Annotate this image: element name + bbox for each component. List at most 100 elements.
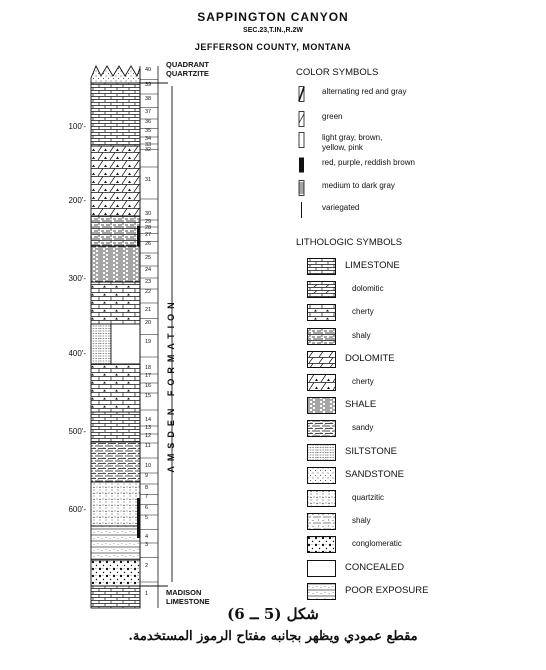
unit-number: 18 (145, 365, 152, 371)
column-segment (90, 481, 141, 527)
sandstone-shaly-swatch (307, 513, 337, 536)
unit-number: 35 (145, 128, 152, 134)
color-symbol-label: red, purple, reddish brown (322, 158, 415, 168)
unit-number: 28 (145, 225, 152, 231)
unit-number: 5 (145, 515, 149, 521)
unit-number: 29 (145, 219, 152, 225)
unit-number: 34 (145, 136, 152, 142)
color-symbol-label: variegated (322, 203, 359, 213)
section-location: SEC.23,T.IN.,R.2W (243, 27, 303, 34)
medium-dark-gray-icon (298, 180, 306, 201)
unit-number: 12 (145, 433, 152, 439)
unit-number: 9 (145, 473, 149, 479)
lithologic-symbol-label: POOR EXPOSURE (345, 585, 429, 596)
depth-label: 100'- (68, 122, 86, 131)
unit-number: 27 (145, 232, 152, 238)
unit-number: 13 (145, 425, 152, 431)
depth-label: 500'- (68, 427, 86, 436)
unit-number: 32 (145, 147, 152, 153)
amsden-formation-label: AMSDEN FORMATION (166, 297, 176, 473)
column-segment (90, 363, 141, 413)
unit-number: 16 (145, 383, 152, 389)
depth-label: 600'- (68, 505, 86, 514)
lithologic-symbol-label: cherty (352, 307, 374, 316)
column-segment (90, 281, 141, 325)
dolomite-cherty-swatch (307, 374, 337, 397)
unit-number: 7 (145, 494, 149, 500)
color-symbol-label: green (322, 112, 342, 122)
color-strip (137, 498, 140, 538)
sandstone-quartzitic-swatch (307, 490, 337, 513)
alternating-red-gray-icon (298, 86, 306, 107)
lithologic-symbol-label: quartzitic (352, 493, 385, 502)
unit-number: 24 (145, 267, 152, 273)
color-symbol-label-line: alternating red and gray (322, 87, 407, 96)
lithologic-symbol-label: SANDSTONE (345, 469, 404, 480)
quadrant-quartzite-label: QUADRANT QUARTZITE (166, 60, 209, 78)
color-symbol-label-line: light gray, brown, (322, 133, 383, 142)
lithologic-symbol-label: dolomitic (352, 284, 384, 293)
unit-number: 30 (145, 211, 152, 217)
color-symbol-label-line: red, purple, reddish brown (322, 158, 415, 167)
depth-label: 200'- (68, 196, 86, 205)
unit-number: 19 (145, 339, 152, 345)
lithologic-symbol-label: DOLOMITE (345, 353, 395, 364)
limestone-shaly-swatch (307, 328, 337, 351)
section-title: SAPPINGTON CANYON (197, 10, 349, 24)
poor-exposure-swatch (307, 583, 337, 606)
sandstone-swatch (307, 467, 337, 490)
unit-number: 33 (145, 142, 152, 148)
color-symbol-label: alternating red and gray (322, 87, 407, 97)
color-symbol-label: light gray, brown,yellow, pink (322, 133, 382, 153)
color-symbol-label-line: green (322, 112, 343, 121)
green-icon (298, 111, 306, 132)
conglomeratic-swatch (307, 536, 337, 559)
lithologic-symbol-label: SILTSTONE (345, 446, 397, 457)
lithologic-symbol-label: cherty (352, 377, 374, 386)
siltstone-swatch (307, 444, 337, 467)
unit-number: 38 (145, 96, 152, 102)
lithologic-symbols-heading: LITHOLOGIC SYMBOLS (296, 237, 403, 248)
unit-number: 21 (145, 307, 152, 313)
unit-number: 25 (145, 255, 152, 261)
unit-number: 31 (145, 177, 152, 183)
column-segment (90, 525, 141, 561)
column-segment (90, 215, 141, 247)
unit-number: 36 (145, 119, 152, 125)
unit-number: 1 (145, 591, 149, 597)
lithologic-symbol-label: LIMESTONE (345, 260, 400, 271)
column-segment (90, 441, 141, 483)
shale-swatch (307, 397, 337, 420)
limestone-dolomitic-swatch (307, 281, 337, 304)
quadrant-quartzite-cap (90, 64, 141, 84)
depth-label: 300'- (68, 274, 86, 283)
column-segment (90, 245, 141, 283)
limestone-swatch (307, 258, 337, 281)
unit-number: 40 (145, 67, 152, 73)
figure-caption: مقطع عمودي ويظهر بجانبه مفتاح الرموز الم… (128, 629, 418, 644)
concealed-swatch (307, 560, 337, 583)
light-colors-icon (298, 132, 306, 153)
column-segment (90, 559, 141, 587)
unit-number: 15 (145, 393, 152, 399)
unit-number: 10 (145, 463, 152, 469)
unit-number: 26 (145, 241, 152, 247)
lithologic-symbol-label: CONCEALED (345, 562, 405, 573)
color-symbols-heading: COLOR SYMBOLS (296, 67, 379, 78)
variegated-icon (298, 202, 306, 223)
color-symbol-label-line: medium to dark gray (322, 181, 395, 190)
shale-sandy-swatch (307, 420, 337, 443)
depth-label: 400'- (68, 349, 86, 358)
unit-number: 6 (145, 505, 149, 511)
unit-number: 23 (145, 279, 152, 285)
figure-number: شكل (5 ــ 6) (227, 605, 319, 623)
column-segment (90, 145, 141, 217)
unit-number: 22 (145, 289, 152, 295)
column-segment (90, 82, 141, 147)
lithologic-symbol-label: shaly (352, 331, 371, 340)
lithologic-symbol-label: conglomeratic (352, 539, 402, 548)
unit-number: 3 (145, 542, 149, 548)
column-segment (90, 323, 112, 365)
